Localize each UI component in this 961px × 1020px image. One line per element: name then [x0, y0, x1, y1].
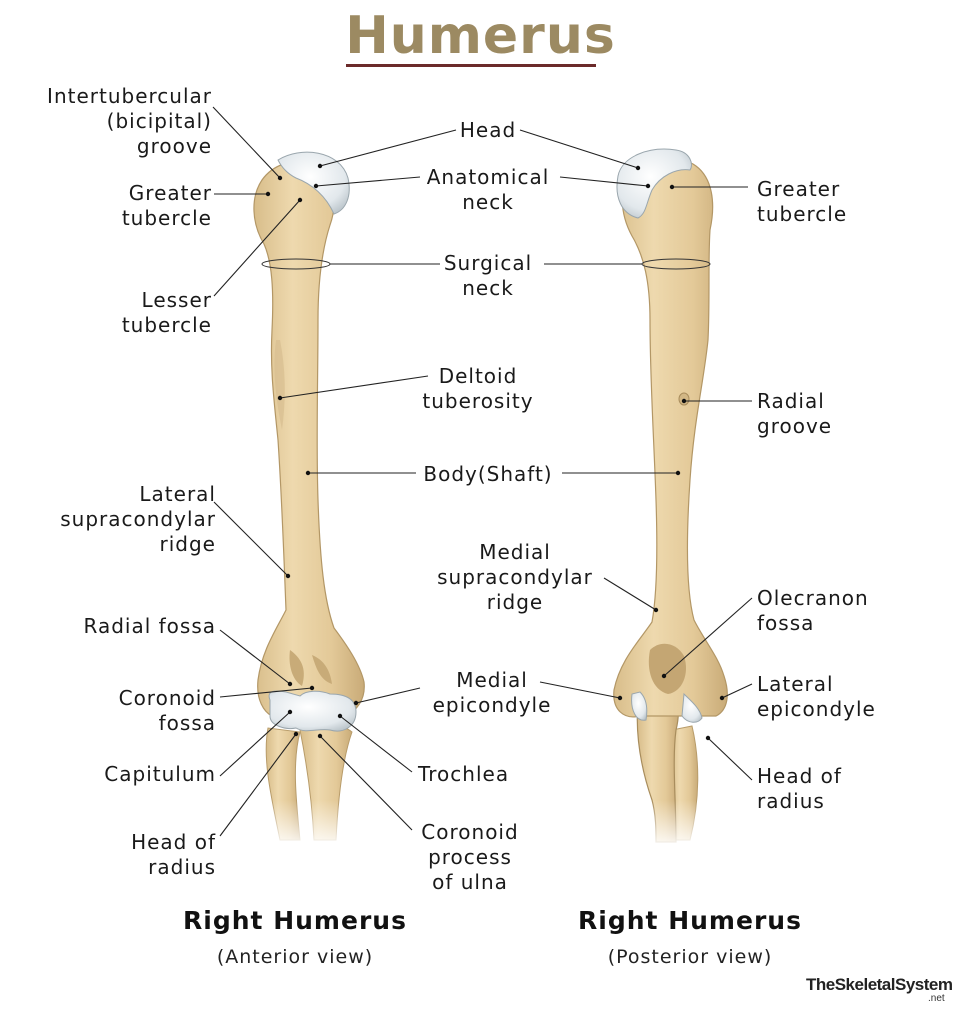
label-olecranon-fossa: Olecranon fossa — [757, 586, 869, 635]
label-trochlea: Trochlea — [418, 762, 510, 786]
label-head: Head — [459, 118, 517, 142]
anterior-view-caption: (Anterior view) — [216, 946, 374, 968]
label-posterior-greater-tubercle: Greater tubercle — [757, 177, 848, 226]
label-coronoid-process-of-ulna: Coronoid process of ulna — [421, 820, 519, 894]
label-anterior-head-of-radius: Head of radius — [131, 830, 216, 879]
label-lateral-epicondyle: Lateral epicondyle — [757, 672, 876, 721]
anterior-humerus-bone — [253, 161, 365, 717]
label-lesser-tubercle: Lesser tubercle — [121, 288, 212, 337]
posterior-humerus — [613, 148, 730, 850]
label-capitulum: Capitulum — [104, 762, 216, 786]
label-coronoid-fossa: Coronoid fossa — [118, 686, 216, 735]
label-lateral-supracondylar-ridge: Lateral supracondylar ridge — [60, 482, 216, 556]
label-intertubercular-groove: Intertubercular (bicipital) groove — [47, 84, 212, 158]
title-underline — [346, 64, 596, 67]
label-posterior-head-of-radius: Head of radius — [757, 764, 842, 813]
leader-lines — [212, 106, 753, 837]
posterior-view-caption: (Posterior view) — [607, 946, 773, 968]
site-logo: TheSkeletalSystem — [806, 975, 953, 994]
anterior-trochlea-capitulum — [268, 690, 357, 732]
label-radial-groove: Radial groove — [757, 389, 833, 438]
label-radial-fossa: Radial fossa — [83, 614, 216, 638]
label-medial-epicondyle: Medial epicondyle — [432, 668, 552, 717]
leader-dots — [265, 163, 725, 741]
diagram-title: Humerus — [345, 6, 616, 66]
site-logo-suffix: .net — [928, 993, 945, 1004]
posterior-caption: Right Humerus — [578, 906, 802, 935]
label-medial-supracondylar-ridge: Medial supracondylar ridge — [437, 540, 593, 614]
label-anatomical-neck: Anatomical neck — [426, 165, 550, 214]
anterior-caption: Right Humerus — [183, 906, 407, 935]
posterior-humerus-bone — [613, 157, 728, 718]
posterior-head-cartilage — [616, 148, 692, 219]
label-deltoid-tuberosity: Deltoid tuberosity — [422, 364, 534, 413]
anterior-head-cartilage — [277, 151, 350, 215]
label-body-shaft: Body(Shaft) — [423, 462, 553, 486]
label-anterior-greater-tubercle: Greater tubercle — [121, 181, 212, 230]
label-surgical-neck: Surgical neck — [443, 251, 533, 300]
anterior-humerus — [253, 151, 365, 850]
